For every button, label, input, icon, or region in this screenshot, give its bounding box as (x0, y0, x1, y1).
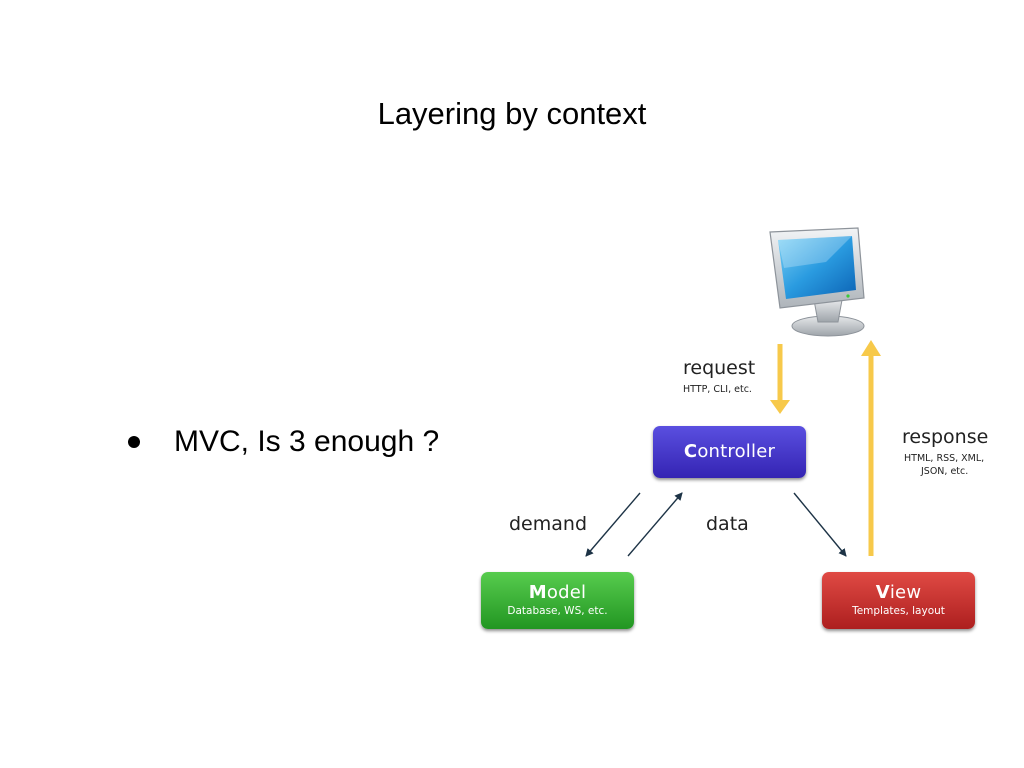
view-subtitle: Templates, layout (852, 605, 945, 617)
view-title: View (875, 582, 922, 603)
model-title: Model (528, 582, 587, 603)
data-arrow (627, 492, 683, 557)
response-arrow (861, 340, 881, 556)
request-label: request (683, 357, 756, 379)
slide-title: Layering by context (377, 96, 647, 131)
model-subtitle: Database, WS, etc. (507, 605, 608, 617)
bullet-text: MVC, Is 3 enough ? (174, 425, 440, 458)
response-sublabel-line1: HTML, RSS, XML, (904, 453, 985, 464)
response-label: response (902, 426, 989, 448)
view-box: View Templates, layout (822, 572, 975, 629)
model-box: Model Database, WS, etc. (481, 572, 634, 629)
bullet-dot (128, 436, 140, 448)
controller-to-view-arrow (793, 492, 847, 557)
bullet-list-item: MVC, Is 3 enough ? (128, 425, 439, 459)
response-sublabel-line2: JSON, etc. (921, 466, 969, 477)
request-arrow (770, 344, 790, 414)
demand-label: demand (509, 513, 588, 535)
request-sublabel: HTTP, CLI, etc. (683, 384, 752, 395)
desktop-monitor-icon (769, 227, 865, 337)
demand-arrow (585, 492, 641, 557)
controller-box: Controller (653, 426, 806, 478)
controller-title: Controller (683, 441, 776, 462)
data-label: data (706, 513, 749, 535)
